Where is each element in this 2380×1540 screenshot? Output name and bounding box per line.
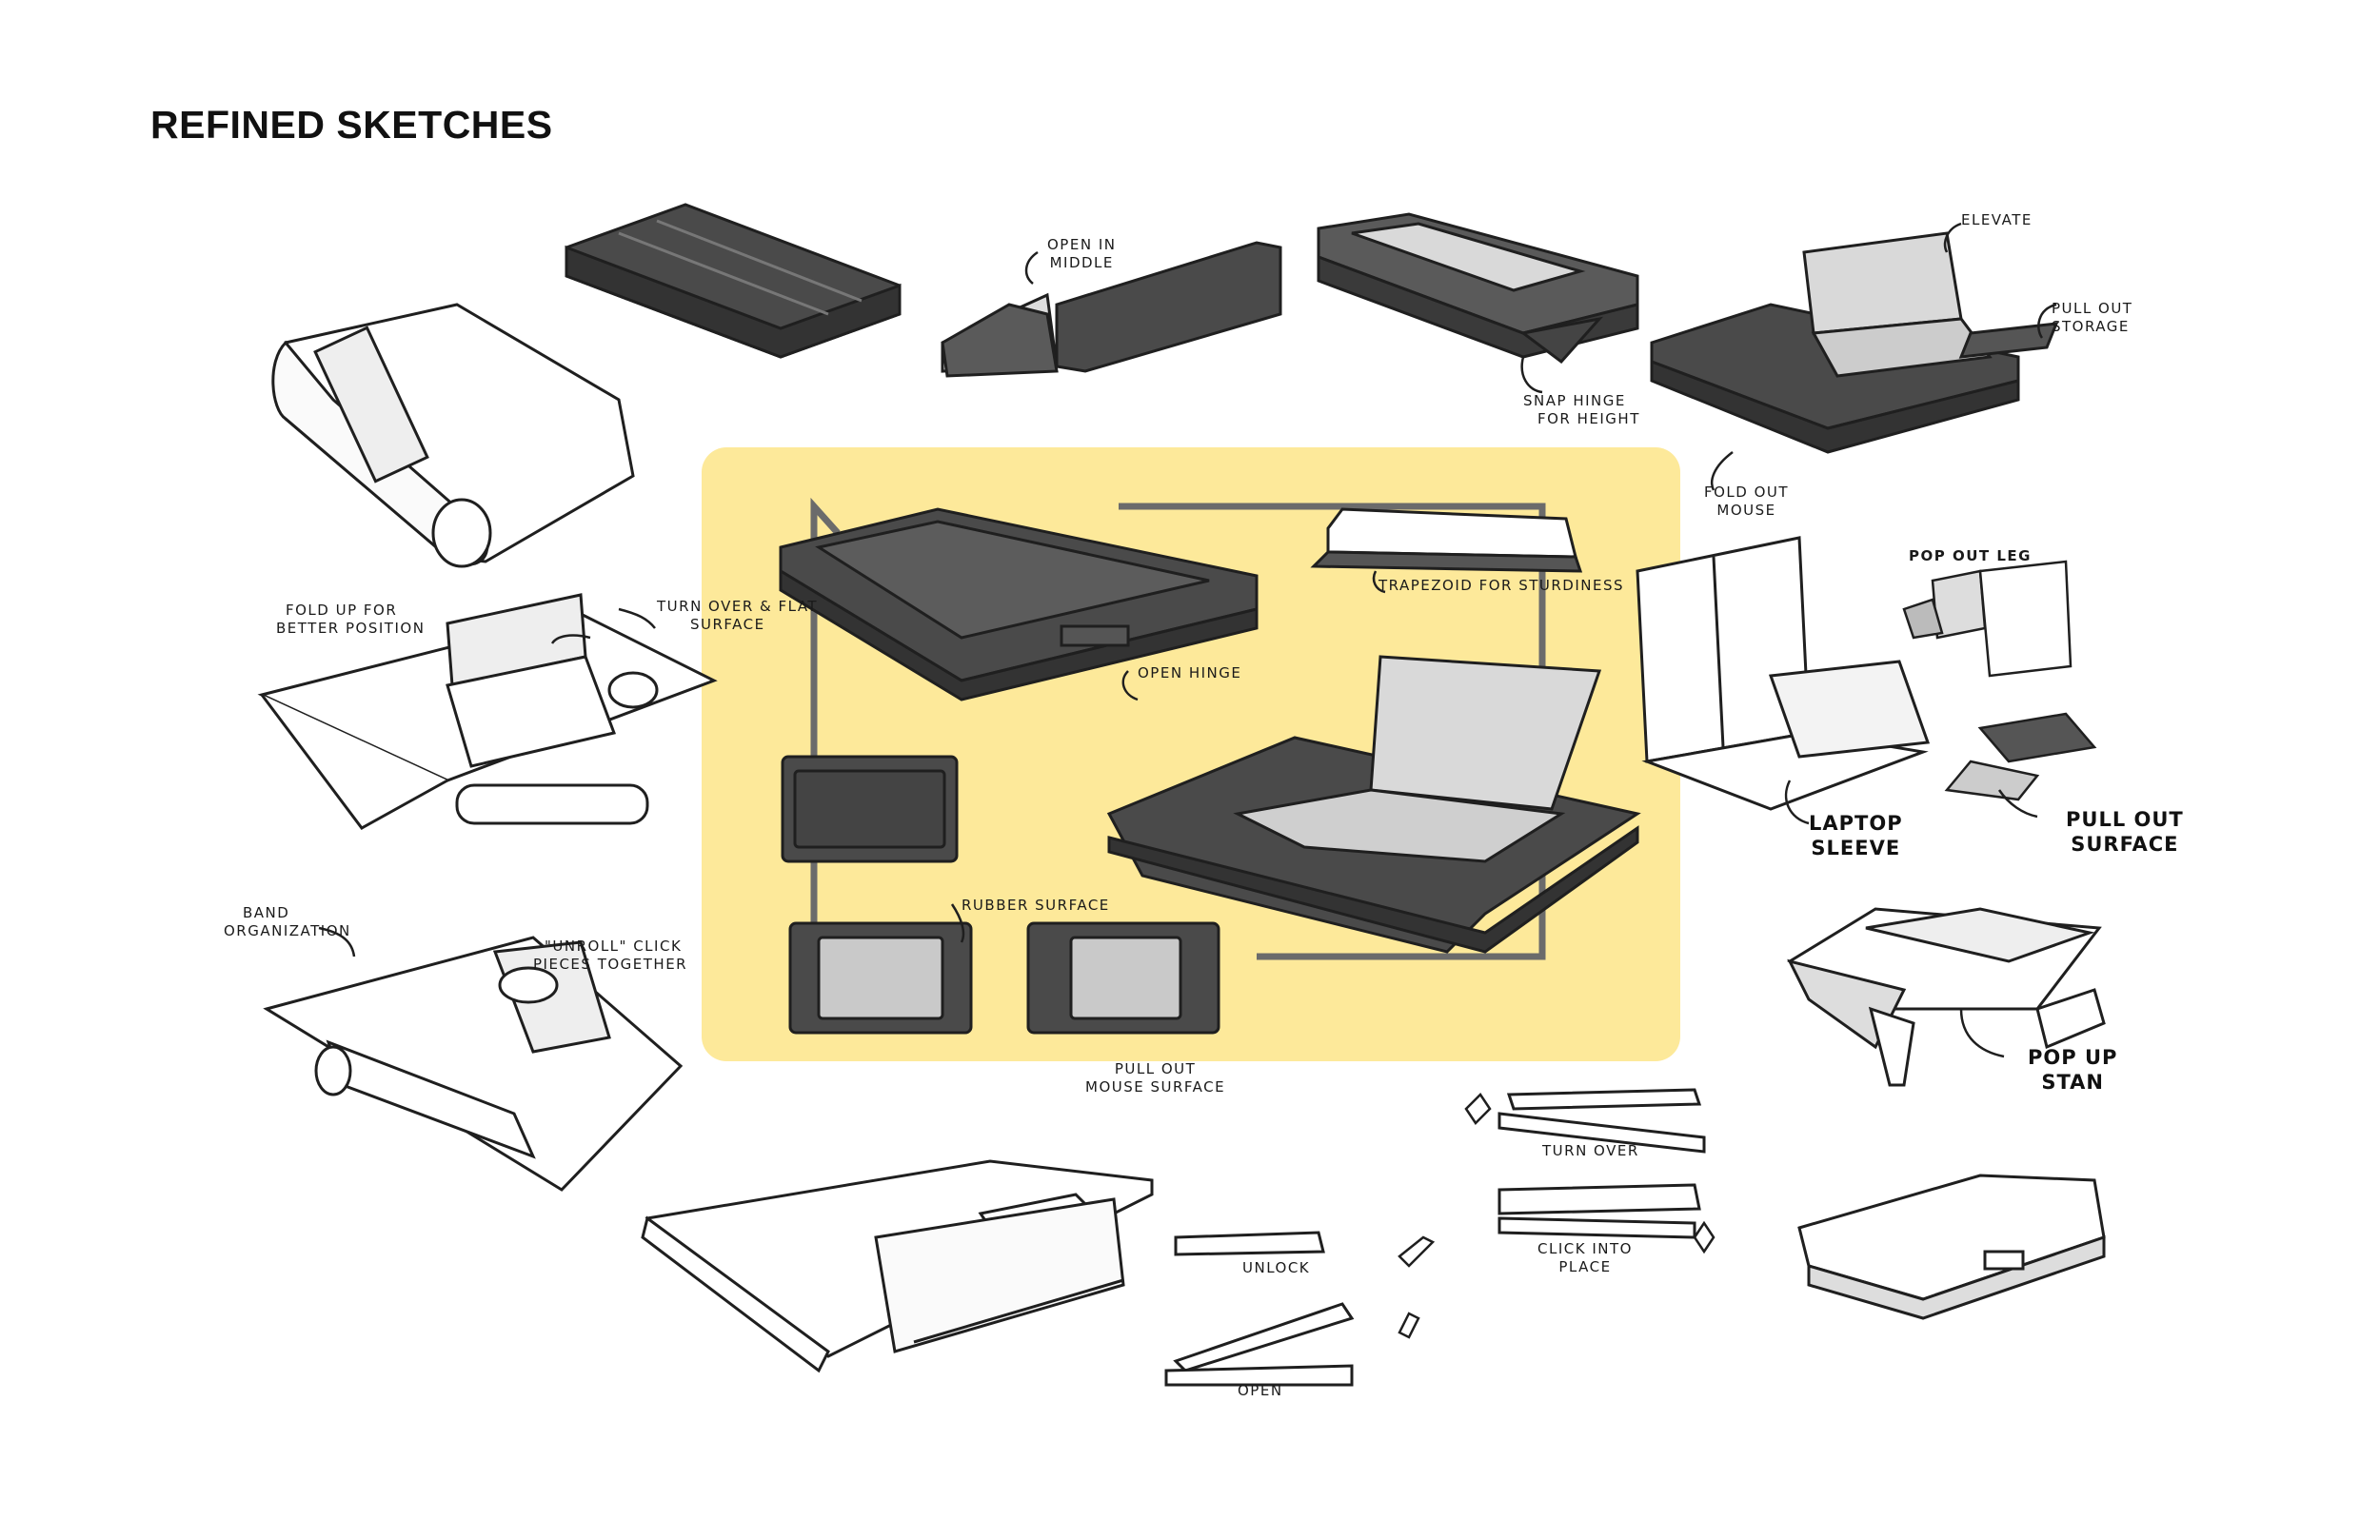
label-pull-out-mouse-surface-line-2: MOUSE SURFACE (1085, 1077, 1226, 1096)
label-band-organization-line-1: BAND (243, 904, 290, 921)
pop-out-leg-sketch (1902, 560, 2073, 678)
page-title: REFINED SKETCHES (150, 103, 553, 147)
piece-motion-sketches (1164, 1088, 1706, 1387)
rubber-surface-tray-right (1026, 921, 1220, 1035)
laptop-sleeve-sketch (1636, 536, 1931, 811)
label-pull-out-surface-line-2: SURFACE (2071, 833, 2179, 857)
label-click-into-place: CLICK INTO PLACE (1537, 1240, 1633, 1276)
label-unroll-click-line-2: PIECES TOGETHER (533, 955, 688, 973)
label-fold-out-mouse: FOLD OUT MOUSE (1704, 484, 1789, 520)
hinged-stand-sketch (641, 1159, 1154, 1373)
label-turn-over-flat: TURN OVER & FLAT SURFACE (657, 598, 818, 634)
label-snap-hinge: SNAP HINGE FOR HEIGHT (1523, 392, 1640, 428)
label-snap-hinge-line-2: FOR HEIGHT (1537, 409, 1640, 427)
dark-slab-sketch (565, 203, 902, 359)
label-open-in-middle: OPEN IN MIDDLE (1047, 236, 1116, 272)
label-fold-out-mouse-line-1: FOLD OUT (1704, 484, 1790, 501)
dark-base-laptop-sketch (1106, 655, 1641, 954)
flat-surface-laptop-sketch (257, 593, 718, 830)
label-band-organization-line-2: ORGANIZATION (224, 921, 351, 939)
open-in-middle-sketch (941, 241, 1282, 378)
label-turn-over: TURN OVER (1542, 1142, 1639, 1159)
label-unroll-click: "UNROLL" CLICK PIECES TOGETHER (533, 938, 687, 974)
label-open-hinge: OPEN HINGE (1138, 664, 1242, 681)
label-elevate: ELEVATE (1961, 211, 2033, 228)
label-pull-out-surface: PULL OUT SURFACE (2066, 807, 2184, 858)
elevate-storage-sketch (1650, 231, 2059, 454)
label-click-into-place-line-1: CLICK INTO (1537, 1240, 1633, 1257)
label-laptop-sleeve-line-2: SLEEVE (1811, 837, 1901, 860)
pop-up-stand-sketch (1787, 907, 2106, 1087)
rubber-surface-tray-left (788, 921, 973, 1035)
pull-out-surface-detail-sketch (1944, 712, 2097, 801)
label-pop-up-stand-line-2: STAN (2041, 1071, 2105, 1095)
label-pull-out-mouse-surface: PULL OUT MOUSE SURFACE (1085, 1060, 1225, 1096)
band-organization-sketch (263, 936, 684, 1192)
label-pop-up-stand: POP UP STAN (2028, 1045, 2117, 1096)
label-pull-out-mouse-surface-line-1: PULL OUT (1114, 1060, 1197, 1077)
label-pull-out-storage-line-2: STORAGE (2052, 317, 2130, 335)
pill-case-sketch (271, 303, 635, 568)
label-open-in-middle-line-2: MIDDLE (1049, 253, 1114, 271)
label-rubber-surface: RUBBER SURFACE (962, 897, 1110, 914)
label-band-organization: BAND ORGANIZATION (224, 904, 351, 940)
label-pull-out-storage-line-1: PULL OUT (2052, 300, 2133, 317)
label-turn-over-flat-line-2: SURFACE (690, 615, 765, 633)
label-fold-up: FOLD UP FOR BETTER POSITION (276, 602, 425, 638)
label-snap-hinge-line-1: SNAP HINGE (1523, 392, 1626, 409)
label-pull-out-surface-line-1: PULL OUT (2066, 808, 2184, 831)
closed-case-sketch (1797, 1174, 2106, 1320)
label-trapezoid: TRAPEZOID FOR STURDINESS (1378, 577, 1625, 594)
label-pull-out-storage: PULL OUT STORAGE (2052, 300, 2132, 336)
label-turn-over-flat-line-1: TURN OVER & FLAT (657, 598, 819, 615)
label-unlock: UNLOCK (1242, 1259, 1311, 1276)
annotation-leader-lines (318, 222, 2057, 1058)
dark-base-sketch (779, 507, 1259, 701)
label-open: OPEN (1238, 1382, 1283, 1399)
label-click-into-place-line-2: PLACE (1558, 1257, 1612, 1275)
trapezoid-piece-sketch (1310, 507, 1583, 573)
label-laptop-sleeve-line-1: LAPTOP (1809, 812, 1903, 835)
laptop-tray-sketch (1317, 212, 1639, 365)
label-fold-up-line-2: BETTER POSITION (276, 619, 426, 637)
label-laptop-sleeve: LAPTOP SLEEVE (1809, 811, 1903, 861)
label-open-in-middle-line-1: OPEN IN (1047, 236, 1117, 253)
motion-arrows (1398, 1093, 1716, 1339)
label-fold-up-line-1: FOLD UP FOR (286, 602, 398, 619)
label-pop-up-stand-line-1: POP UP (2028, 1046, 2118, 1069)
label-fold-out-mouse-line-2: MOUSE (1716, 501, 1776, 519)
small-tablet-sketch (781, 755, 959, 863)
label-pop-out-leg: POP OUT LEG (1909, 547, 2032, 564)
label-unroll-click-line-1: "UNROLL" CLICK (545, 938, 683, 955)
